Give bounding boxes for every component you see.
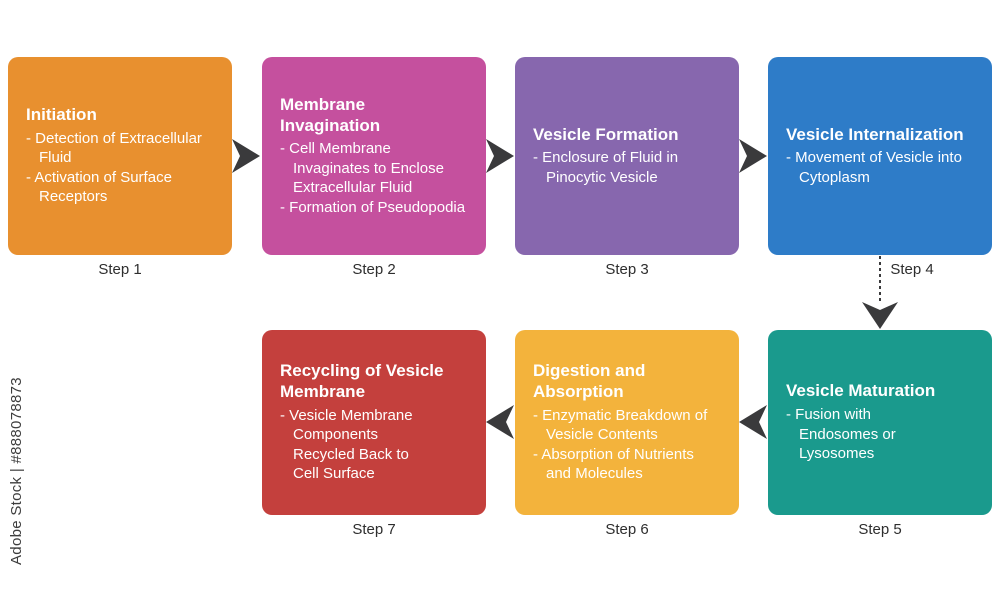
step-3-card: Vesicle Formation - Enclosure of Fluid i… xyxy=(515,57,739,255)
arrow-right-icon xyxy=(739,139,767,173)
step-2-label: Step 2 xyxy=(352,261,396,278)
step-6-label: Step 6 xyxy=(605,521,649,538)
bullet-item: - Formation of Pseudopodia xyxy=(280,198,466,216)
step-7-title: Recycling of Vesicle Membrane xyxy=(280,361,444,401)
bullet-item: - Activation of Surface Receptors xyxy=(26,168,172,206)
arrow-right-icon xyxy=(486,139,514,173)
step-2-card: Membrane Invagination - Cell Membrane In… xyxy=(262,57,486,255)
step-1-title: Initiation xyxy=(26,105,97,125)
step-3-label: Step 3 xyxy=(605,261,649,278)
step-7-label: Step 7 xyxy=(352,521,396,538)
bullet-item: - Detection of Extracellular Fluid xyxy=(26,129,202,167)
bullet-item: - Enclosure of Fluid in Pinocytic Vesicl… xyxy=(533,149,679,186)
step-2-title: Membrane Invagination xyxy=(280,94,381,135)
step-1-card: Initiation - Detection of Extracellular … xyxy=(8,57,232,255)
arrow-right-icon xyxy=(232,139,260,173)
step-4-card: Vesicle Internalization - Movement of Ve… xyxy=(768,57,992,255)
step-4-title: Vesicle Internalization xyxy=(786,124,964,144)
step-6-title: Digestion and Absorption xyxy=(533,361,646,401)
watermark-text: Adobe Stock | #888078873 xyxy=(8,377,25,565)
step-3-title: Vesicle Formation xyxy=(533,124,679,144)
step-5-card: Vesicle Maturation - Fusion with Endosom… xyxy=(768,330,992,515)
bullet-item: - Absorption of Nutrients and Molecules xyxy=(533,445,694,483)
bullet-item: - Cell Membrane Invaginates to Enclose E… xyxy=(280,140,444,197)
bullet-item: - Enzymatic Breakdown of Vesicle Content… xyxy=(533,406,708,444)
bullet-item: - Movement of Vesicle into Cytoplasm xyxy=(786,149,962,186)
arrow-left-icon xyxy=(739,405,767,439)
step-4-label: Step 4 xyxy=(890,261,934,278)
step-5-title: Vesicle Maturation xyxy=(786,381,936,401)
bullet-item: - Vesicle Membrane Components Recycled B… xyxy=(280,406,413,483)
step-7-card: Recycling of Vesicle Membrane - Vesicle … xyxy=(262,330,486,515)
bullet-item: - Fusion with Endosomes or Lysosomes xyxy=(786,406,896,463)
step-1-label: Step 1 xyxy=(98,261,142,278)
arrow-down-dashed-icon xyxy=(862,256,898,329)
step-5-label: Step 5 xyxy=(858,521,902,538)
step-6-card: Digestion and Absorption - Enzymatic Bre… xyxy=(515,330,739,515)
arrow-left-icon xyxy=(486,405,514,439)
